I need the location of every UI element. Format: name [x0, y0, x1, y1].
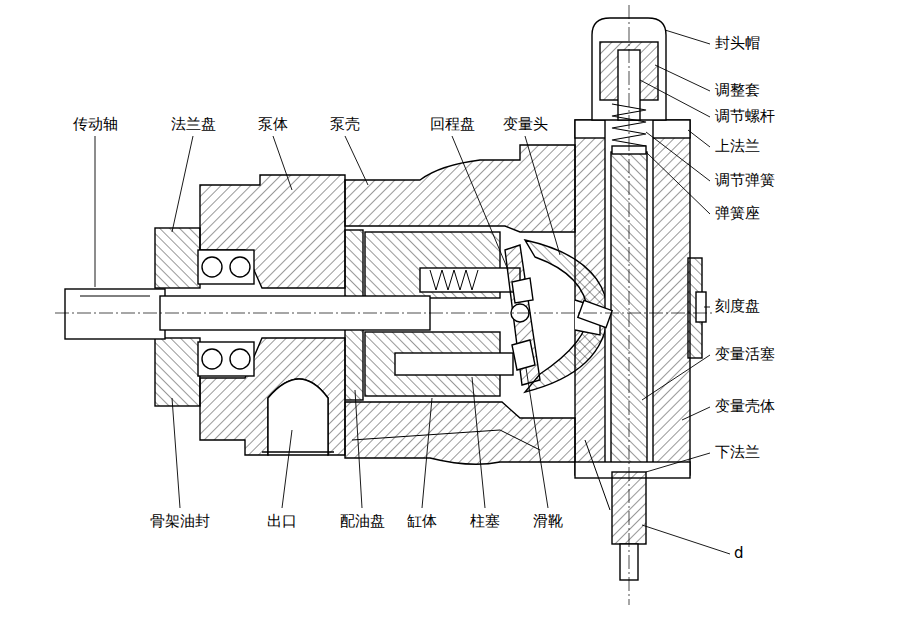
pump-body	[200, 338, 345, 455]
part-label: 封头帽	[714, 34, 761, 52]
part-label: 弹簧座	[714, 204, 761, 222]
variable-housing	[575, 120, 690, 475]
piston	[420, 268, 520, 292]
part-label: 泵壳	[329, 115, 361, 133]
part-label: 骨架油封	[149, 512, 211, 530]
slipper	[512, 340, 535, 370]
part-label: 下法兰	[714, 443, 761, 461]
part-label: 调节弹簧	[714, 171, 776, 189]
slipper	[512, 278, 533, 303]
part-label: 变量活塞	[714, 345, 776, 363]
part-label: 缸体	[406, 512, 438, 530]
link-pin	[578, 300, 612, 327]
flange-plate	[155, 338, 200, 406]
drive-shaft	[65, 289, 165, 339]
flange-plate	[155, 228, 200, 288]
piston	[395, 353, 513, 375]
part-label: 刻度盘	[714, 297, 761, 315]
outlet-port	[268, 379, 328, 455]
part-label: 滑靴	[532, 512, 564, 530]
part-label: 调整套	[714, 81, 761, 99]
part-label: 柱塞	[469, 512, 501, 530]
outlet-edge	[262, 451, 334, 452]
oil-channel	[352, 430, 540, 450]
pump-housing	[345, 402, 575, 464]
part-label: 上法兰	[714, 137, 761, 155]
part-label: 变量头	[502, 115, 549, 133]
part-label: 变量壳体	[714, 397, 776, 415]
part-label: 出口	[266, 512, 298, 530]
part-label: 法兰盘	[170, 115, 217, 133]
part-label: 配油盘	[339, 512, 386, 530]
leader-lines	[95, 30, 730, 554]
part-label: 回程盘	[429, 115, 476, 133]
pump-body	[200, 175, 345, 288]
return-plate	[505, 245, 540, 385]
part-label: 泵体	[257, 115, 289, 133]
part-label: d	[733, 544, 745, 562]
part-label: 调节螺杆	[714, 107, 776, 125]
part-label: 传动轴	[72, 115, 119, 133]
